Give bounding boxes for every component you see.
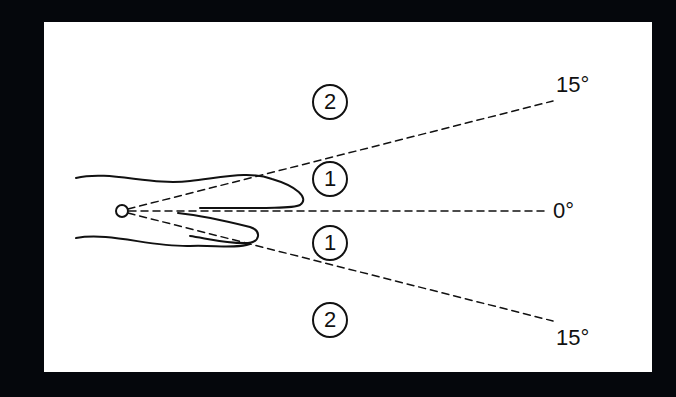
dashed-line	[128, 101, 553, 209]
callout-number: 2	[324, 309, 336, 331]
angle-label: 0°	[553, 200, 574, 222]
callout-circle: 1	[312, 161, 348, 197]
dashed-line	[129, 210, 548, 212]
angle-label: 15°	[556, 327, 589, 349]
origin-point	[116, 205, 128, 217]
callout-number: 1	[324, 232, 336, 254]
callout-circle: 2	[312, 302, 348, 338]
angle-label: 15°	[556, 74, 589, 96]
callout-number: 1	[324, 168, 336, 190]
callout-number: 2	[324, 91, 336, 113]
callout-circle: 2	[312, 84, 348, 120]
callout-circle: 1	[312, 225, 348, 261]
finger-outline	[76, 175, 303, 208]
finger-outline	[178, 213, 258, 243]
hand-outline	[76, 237, 250, 247]
